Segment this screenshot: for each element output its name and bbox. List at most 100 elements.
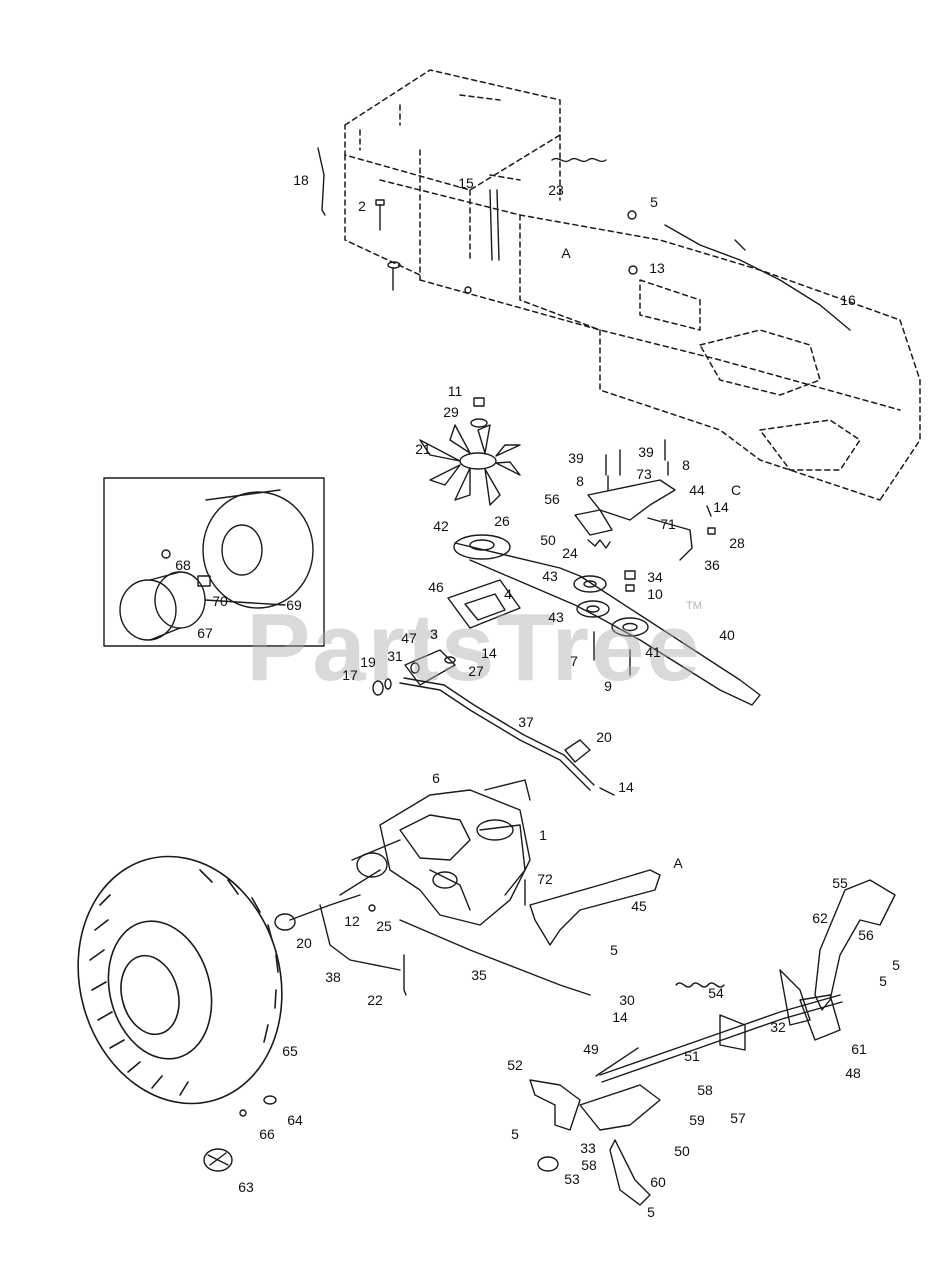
part-label-39-right[interactable]: 39	[638, 444, 654, 460]
part-label-62[interactable]: 62	[812, 910, 828, 926]
part-label-36[interactable]: 36	[704, 557, 720, 573]
part-label-27[interactable]: 27	[468, 663, 484, 679]
part-label-45[interactable]: 45	[631, 898, 647, 914]
part-label-17[interactable]: 17	[342, 667, 358, 683]
part-label-50-top[interactable]: 50	[540, 532, 556, 548]
part-label-11[interactable]: 11	[447, 383, 463, 399]
part-label-28[interactable]: 28	[729, 535, 745, 551]
part-label-8-left[interactable]: 8	[576, 473, 584, 489]
part-label-54[interactable]: 54	[708, 985, 724, 1001]
part-label-14-a[interactable]: 14	[713, 499, 729, 515]
part-label-5-bracket[interactable]: 5	[610, 942, 618, 958]
part-label-38[interactable]: 38	[325, 969, 341, 985]
part-label-57[interactable]: 57	[730, 1110, 746, 1126]
bolt-2b	[387, 261, 401, 291]
part-label-22[interactable]: 22	[367, 992, 383, 1008]
part-label-20-top[interactable]: 20	[596, 729, 612, 745]
part-label-41[interactable]: 41	[645, 644, 661, 660]
frame-assembly	[344, 69, 921, 501]
part-label-39-left[interactable]: 39	[568, 450, 584, 466]
part-label-14-d[interactable]: 14	[612, 1009, 628, 1025]
part-label-10[interactable]: 10	[647, 586, 663, 602]
part-label-68[interactable]: 68	[175, 557, 191, 573]
part-label-1[interactable]: 1	[539, 827, 547, 843]
part-label-56-top[interactable]: 56	[544, 491, 560, 507]
part-label-42[interactable]: 42	[433, 518, 449, 534]
part-label-55[interactable]: 55	[832, 875, 848, 891]
part-label-48[interactable]: 48	[845, 1065, 861, 1081]
part-label-5-pedal-b[interactable]: 5	[879, 973, 887, 989]
part-label-72[interactable]: 72	[537, 871, 553, 887]
part-label-61[interactable]: 61	[851, 1041, 867, 1057]
part-label-7[interactable]: 7	[570, 653, 578, 669]
part-label-73[interactable]: 73	[636, 466, 652, 482]
part-label-8-right[interactable]: 8	[682, 457, 690, 473]
part-label-71[interactable]: 71	[660, 516, 676, 532]
pulley-43a	[573, 575, 607, 593]
part-label-70[interactable]: 70	[212, 593, 228, 609]
part-label-23[interactable]: 23	[548, 182, 564, 198]
part-label-5-left[interactable]: 5	[511, 1126, 519, 1142]
spring-24	[587, 539, 611, 549]
part-label-9[interactable]: 9	[604, 678, 612, 694]
part-label-6[interactable]: 6	[432, 770, 440, 786]
part-label-65[interactable]: 65	[282, 1043, 298, 1059]
part-label-56-bottom[interactable]: 56	[858, 927, 874, 943]
rod-38	[319, 904, 401, 971]
part-label-3[interactable]: 3	[430, 626, 438, 642]
part-label-40[interactable]: 40	[719, 627, 735, 643]
part-label-35[interactable]: 35	[471, 967, 487, 983]
part-label-14-c[interactable]: 14	[618, 779, 634, 795]
rod-15	[489, 189, 500, 261]
part-label-67[interactable]: 67	[197, 625, 213, 641]
part-label-31[interactable]: 31	[387, 648, 403, 664]
part-label-13[interactable]: 13	[649, 260, 665, 276]
part-label-44[interactable]: 44	[689, 482, 705, 498]
fitting-68	[161, 549, 171, 559]
part-label-64[interactable]: 64	[287, 1112, 303, 1128]
part-label-19[interactable]: 19	[360, 654, 376, 670]
part-label-24[interactable]: 24	[562, 545, 578, 561]
part-label-59[interactable]: 59	[689, 1112, 705, 1128]
part-label-26[interactable]: 26	[494, 513, 510, 529]
part-label-33[interactable]: 33	[580, 1140, 596, 1156]
part-label-29[interactable]: 29	[443, 404, 459, 420]
part-label-50-bottom[interactable]: 50	[674, 1143, 690, 1159]
part-label-37[interactable]: 37	[518, 714, 534, 730]
part-label-25[interactable]: 25	[376, 918, 392, 934]
part-label-47[interactable]: 47	[401, 630, 417, 646]
part-label-15[interactable]: 15	[458, 175, 474, 191]
bracket-mid	[719, 1014, 746, 1051]
part-label-66[interactable]: 66	[259, 1126, 275, 1142]
part-label-53[interactable]: 53	[564, 1171, 580, 1187]
part-label-14-b[interactable]: 14	[481, 645, 497, 661]
part-label-5-bottom[interactable]: 5	[647, 1204, 655, 1220]
part-label-34[interactable]: 34	[647, 569, 663, 585]
part-label-4[interactable]: 4	[504, 586, 512, 602]
part-label-63[interactable]: 63	[238, 1179, 254, 1195]
part-label-12[interactable]: 12	[344, 913, 360, 929]
part-label-16[interactable]: 16	[840, 292, 856, 308]
spring-23	[551, 157, 607, 163]
part-label-18[interactable]: 18	[293, 172, 309, 188]
part-label-69[interactable]: 69	[286, 597, 302, 613]
part-label-5-pedal-a[interactable]: 5	[892, 957, 900, 973]
rod-18	[317, 147, 326, 216]
part-label-2[interactable]: 2	[358, 198, 366, 214]
part-label-20-bottom[interactable]: 20	[296, 935, 312, 951]
part-label-58-bottom[interactable]: 58	[581, 1157, 597, 1173]
part-label-21[interactable]: 21	[415, 441, 431, 457]
part-label-32[interactable]: 32	[770, 1019, 786, 1035]
part-label-58-top[interactable]: 58	[697, 1082, 713, 1098]
part-label-49[interactable]: 49	[583, 1041, 599, 1057]
part-label-5-top[interactable]: 5	[650, 194, 658, 210]
part-12	[368, 904, 376, 912]
cable-16	[664, 224, 851, 331]
part-label-51[interactable]: 51	[684, 1048, 700, 1064]
part-label-52[interactable]: 52	[507, 1057, 523, 1073]
part-label-43-b[interactable]: 43	[548, 609, 564, 625]
part-label-46[interactable]: 46	[428, 579, 444, 595]
part-label-43-a[interactable]: 43	[542, 568, 558, 584]
part-label-30[interactable]: 30	[619, 992, 635, 1008]
part-label-60[interactable]: 60	[650, 1174, 666, 1190]
